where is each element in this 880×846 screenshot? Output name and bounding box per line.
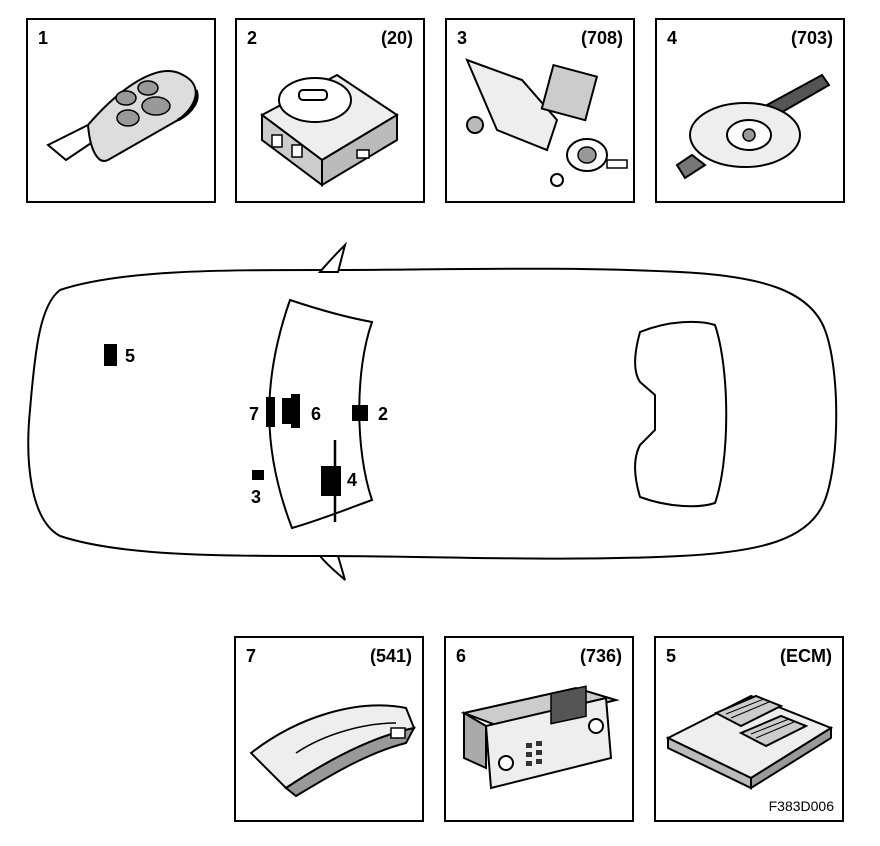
location-marker-2 bbox=[352, 405, 368, 421]
location-label-2: 2 bbox=[378, 404, 388, 424]
component-panel-3: 3 (708) bbox=[445, 18, 635, 203]
car-body-outline bbox=[27, 267, 838, 560]
component-code: (541) bbox=[369, 646, 412, 666]
instrument-cluster-icon bbox=[249, 704, 416, 798]
location-marker-4 bbox=[321, 466, 341, 496]
component-number: 1 bbox=[38, 28, 49, 48]
location-marker-7 bbox=[266, 397, 275, 427]
engine-control-module-icon bbox=[665, 694, 834, 790]
component-panel-7: 7 (541) bbox=[234, 636, 424, 822]
location-label-6: 6 bbox=[311, 404, 321, 424]
component-number: 6 bbox=[456, 646, 467, 666]
location-label-3: 3 bbox=[251, 487, 261, 507]
mirror-right bbox=[317, 555, 346, 581]
location-marker-5 bbox=[104, 344, 117, 366]
component-number: 5 bbox=[666, 646, 677, 666]
component-code: (703) bbox=[790, 28, 833, 48]
component-number: 3 bbox=[457, 28, 468, 48]
component-code: (708) bbox=[580, 28, 623, 48]
component-panel-5: 5 (ECM) F383D006 bbox=[654, 636, 844, 822]
mirror-left bbox=[317, 241, 347, 273]
component-code: (ECM) bbox=[780, 646, 832, 666]
key-fob-icon bbox=[46, 70, 199, 162]
location-marker-3 bbox=[252, 470, 264, 480]
location-marker-6b bbox=[291, 394, 300, 428]
component-code: (736) bbox=[579, 646, 622, 666]
component-panel-4: 4 (703) bbox=[655, 18, 845, 203]
component-number: 4 bbox=[667, 28, 678, 48]
component-code: (20) bbox=[380, 28, 413, 48]
component-number: 7 bbox=[246, 646, 257, 666]
component-number: 2 bbox=[247, 28, 258, 48]
figure-id: F383D006 bbox=[768, 798, 834, 814]
component-panel-6: 6 (736) bbox=[444, 636, 634, 822]
vehicle-top-view: 5 7 6 2 3 4 bbox=[27, 241, 838, 581]
component-panel-1: 1 bbox=[26, 18, 216, 203]
location-label-4: 4 bbox=[347, 470, 357, 490]
location-label-7: 7 bbox=[249, 404, 259, 424]
steering-lock-icon bbox=[465, 58, 628, 187]
component-panel-2: 2 (20) bbox=[235, 18, 425, 203]
rear-window bbox=[634, 320, 728, 508]
ignition-module-icon bbox=[260, 73, 399, 187]
location-label-5: 5 bbox=[125, 346, 135, 366]
location-marker-6a bbox=[282, 398, 291, 424]
control-panel-icon bbox=[460, 685, 620, 790]
steering-switch-icon bbox=[675, 73, 831, 180]
